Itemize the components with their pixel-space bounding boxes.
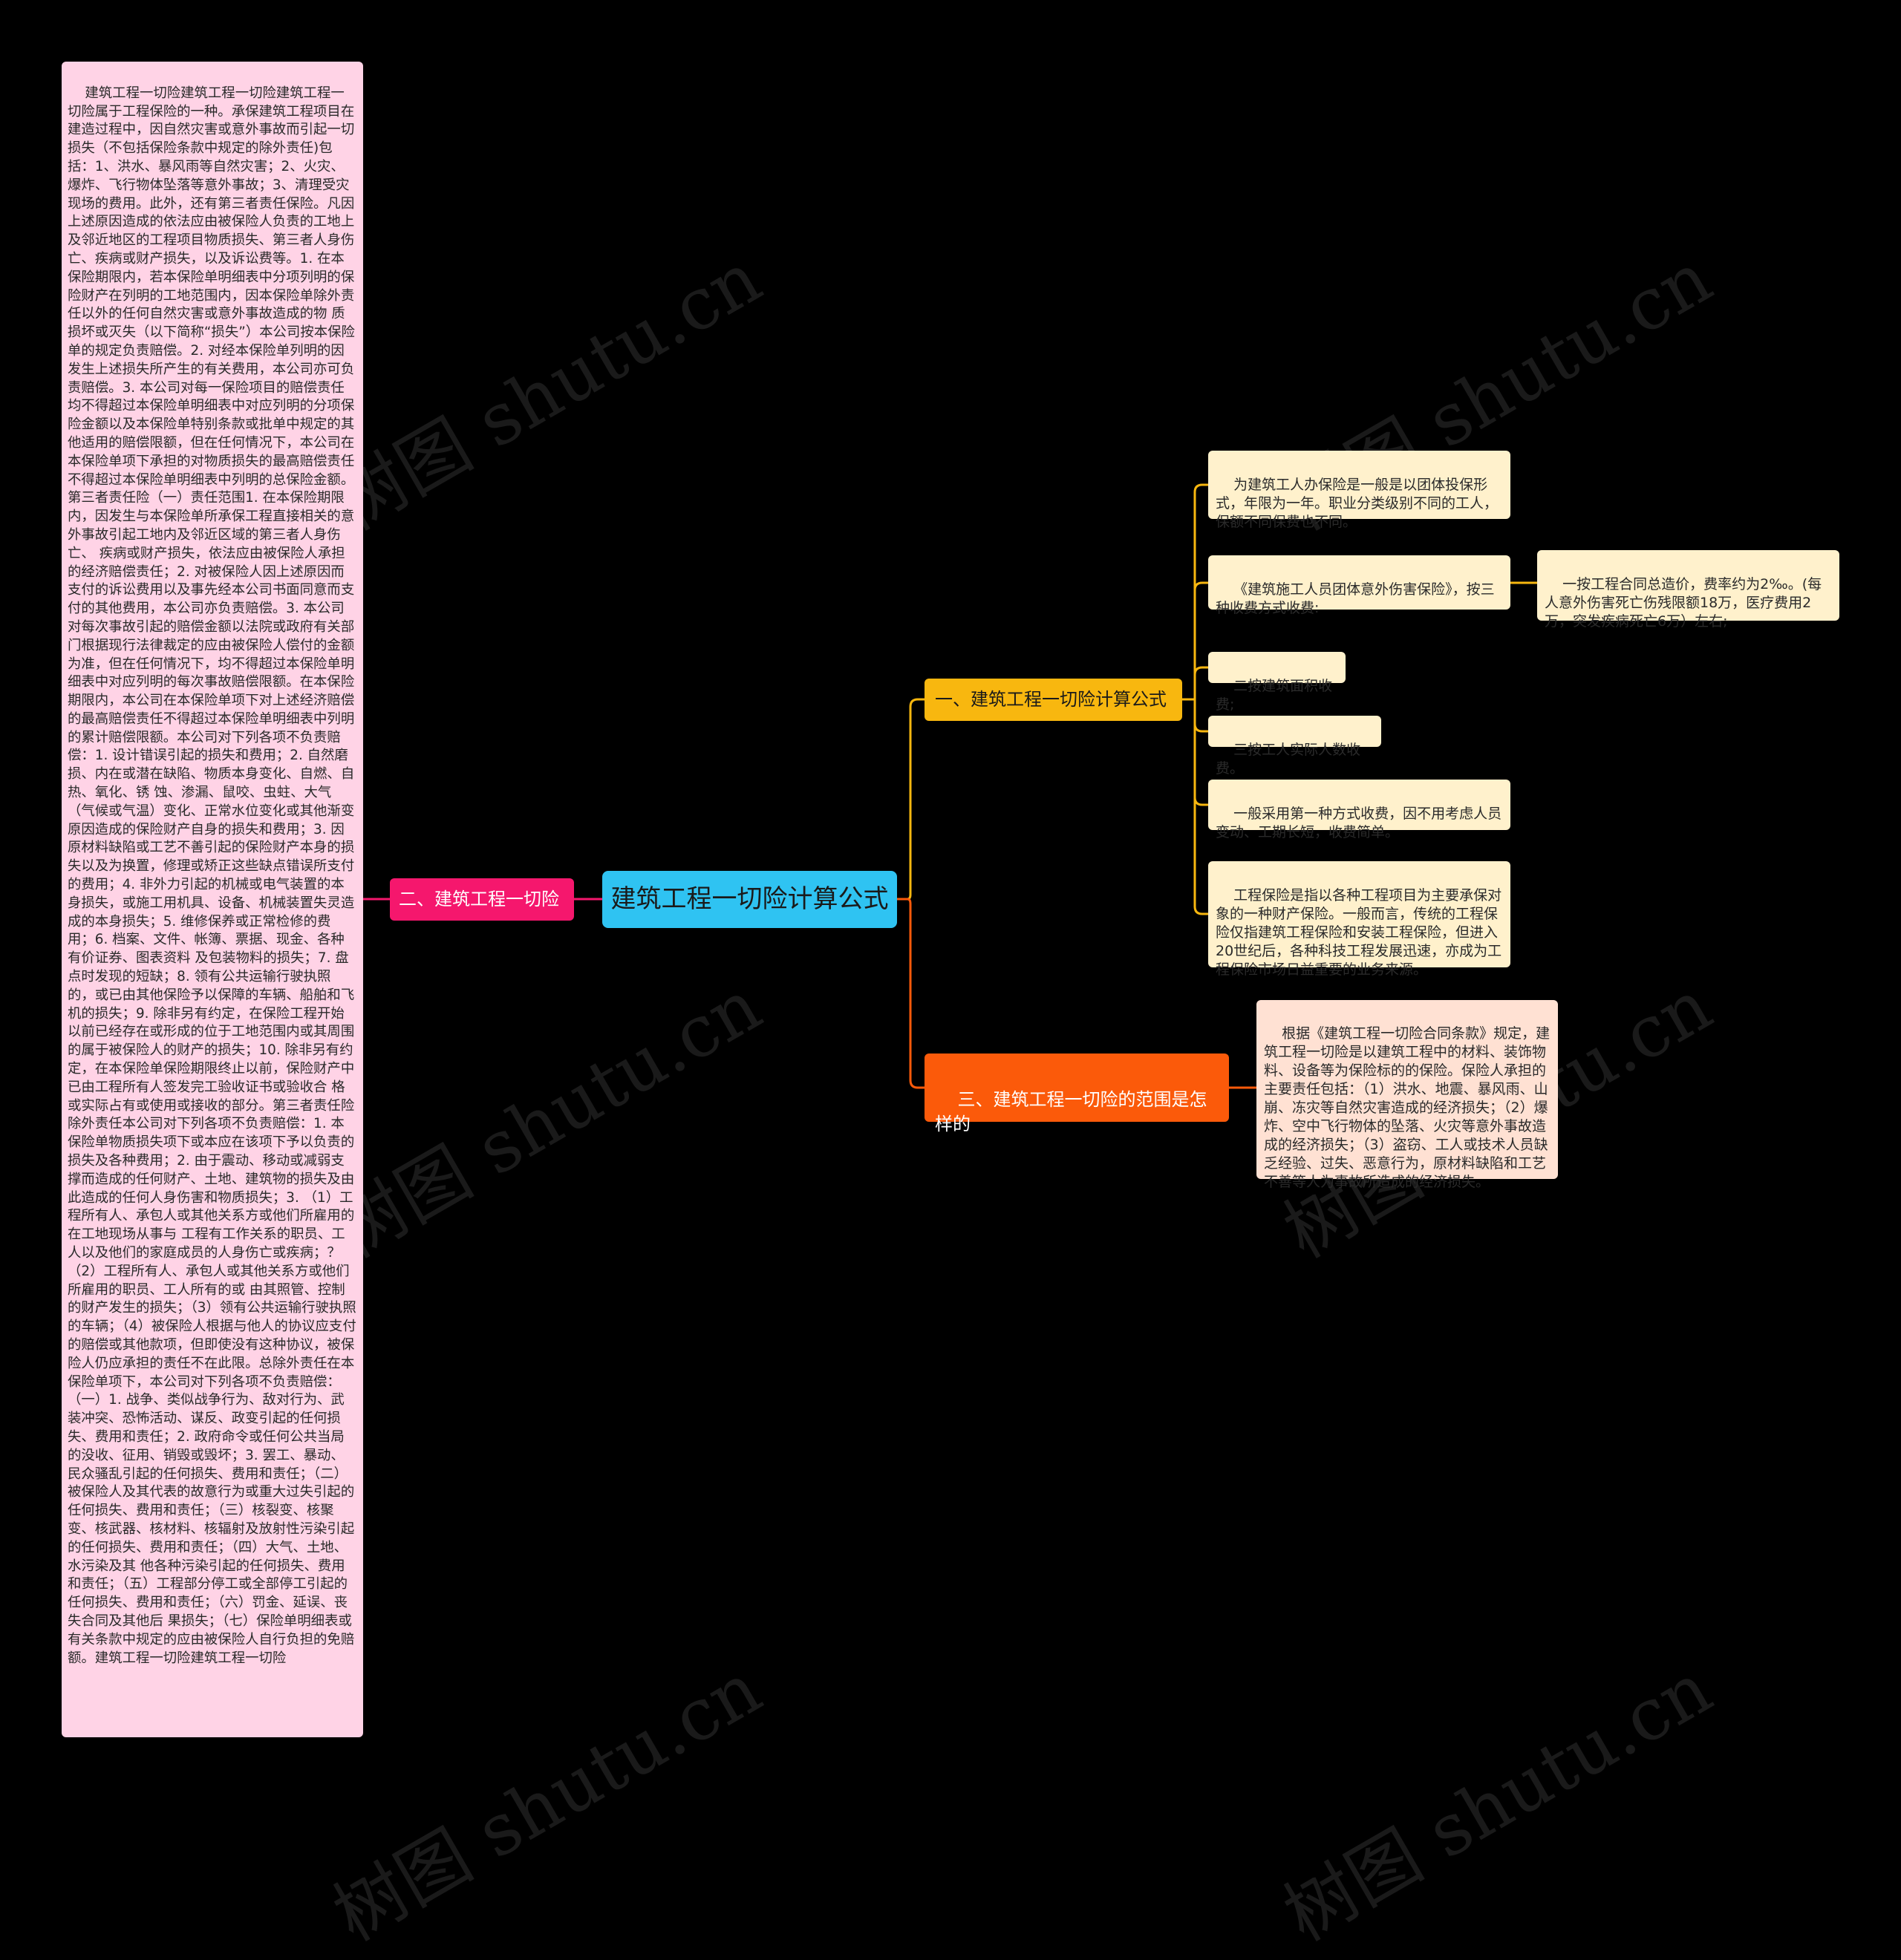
branch2-label: 二、建筑工程一切险 [399, 889, 559, 909]
connector-branch1-c2 [1193, 581, 1208, 699]
connector-branch1-c4 [1193, 699, 1208, 733]
connector-root-branch1 [897, 698, 925, 901]
connector-branch1-c6 [1193, 699, 1208, 915]
leaf-three-methods[interactable]: 《建筑施工人员团体意外伤害保险》，按三种收费方式收费: [1208, 555, 1510, 616]
leaf-text: 一般采用第一种方式收费，因不用考虑人员变动、工期长短，收费简单。 [1216, 806, 1502, 840]
branch3-node[interactable]: 三、建筑工程一切险的范围是怎样的 [925, 1054, 1229, 1134]
mindmap-canvas: 树图 shutu.cn 树图 shutu.cn 树图 shutu.cn 树图 s… [62, 62, 1839, 1957]
leaf-coverage-scope[interactable]: 根据《建筑工程一切险合同条款》规定，建筑工程一切险是以建筑工程中的材料、装饰物料… [1256, 1000, 1558, 1190]
leaf-text: 为建筑工人办保险是一般是以团体投保形式，年限为一年。职业分类级别不同的工人，保额… [1216, 477, 1499, 530]
leaf-text: 建筑工程一切险建筑工程一切险建筑工程一切险属于工程保险的一种。承保建筑工程项目在… [68, 85, 356, 1666]
root-node[interactable]: 建筑工程一切险计算公式 [602, 871, 897, 928]
root-label: 建筑工程一切险计算公式 [610, 884, 889, 914]
leaf-method-headcount[interactable]: 三按工人实际人数收费。 [1208, 716, 1381, 777]
connector-branch1-c3 [1193, 666, 1208, 699]
leaf-text: 根据《建筑工程一切险合同条款》规定，建筑工程一切险是以建筑工程中的材料、装饰物料… [1264, 1025, 1551, 1190]
leaf-method-contract-cost[interactable]: 一按工程合同总造价，费率约为2‰。(每人意外伤害死亡伤残限额18万，医疗费用2万… [1537, 550, 1839, 630]
connector-root-branch3 [897, 898, 925, 1089]
leaf-all-risk-detail[interactable]: 建筑工程一切险建筑工程一切险建筑工程一切险属于工程保险的一种。承保建筑工程项目在… [62, 62, 363, 1737]
leaf-text: 一按工程合同总造价，费率约为2‰。(每人意外伤害死亡伤残限额18万，医疗费用2万… [1545, 576, 1822, 630]
branch3-label: 三、建筑工程一切险的范围是怎样的 [935, 1089, 1207, 1134]
leaf-text: 二按建筑面积收费; [1216, 678, 1333, 713]
leaf-engineering-insurance[interactable]: 工程保险是指以各种工程项目为主要承保对象的一种财产保险。一般而言，传统的工程保险… [1208, 861, 1510, 978]
leaf-method-area[interactable]: 二按建筑面积收费; [1208, 652, 1346, 713]
connector-branch1-c5 [1193, 699, 1208, 806]
branch1-node[interactable]: 一、建筑工程一切险计算公式 [925, 679, 1182, 721]
branch2-node[interactable]: 二、建筑工程一切险 [390, 878, 574, 921]
leaf-group-insurance[interactable]: 为建筑工人办保险是一般是以团体投保形式，年限为一年。职业分类级别不同的工人，保额… [1208, 451, 1510, 530]
leaf-text: 工程保险是指以各种工程项目为主要承保对象的一种财产保险。一般而言，传统的工程保险… [1216, 887, 1502, 978]
branch1-label: 一、建筑工程一切险计算公式 [935, 689, 1167, 710]
leaf-text: 《建筑施工人员团体意外伤害保险》，按三种收费方式收费: [1216, 581, 1495, 616]
leaf-common-method[interactable]: 一般采用第一种方式收费，因不用考虑人员变动、工期长短，收费简单。 [1208, 780, 1510, 840]
connector-branch1-c1 [1193, 483, 1208, 699]
connector-lines [363, 483, 1537, 1089]
leaf-text: 三按工人实际人数收费。 [1216, 742, 1361, 777]
